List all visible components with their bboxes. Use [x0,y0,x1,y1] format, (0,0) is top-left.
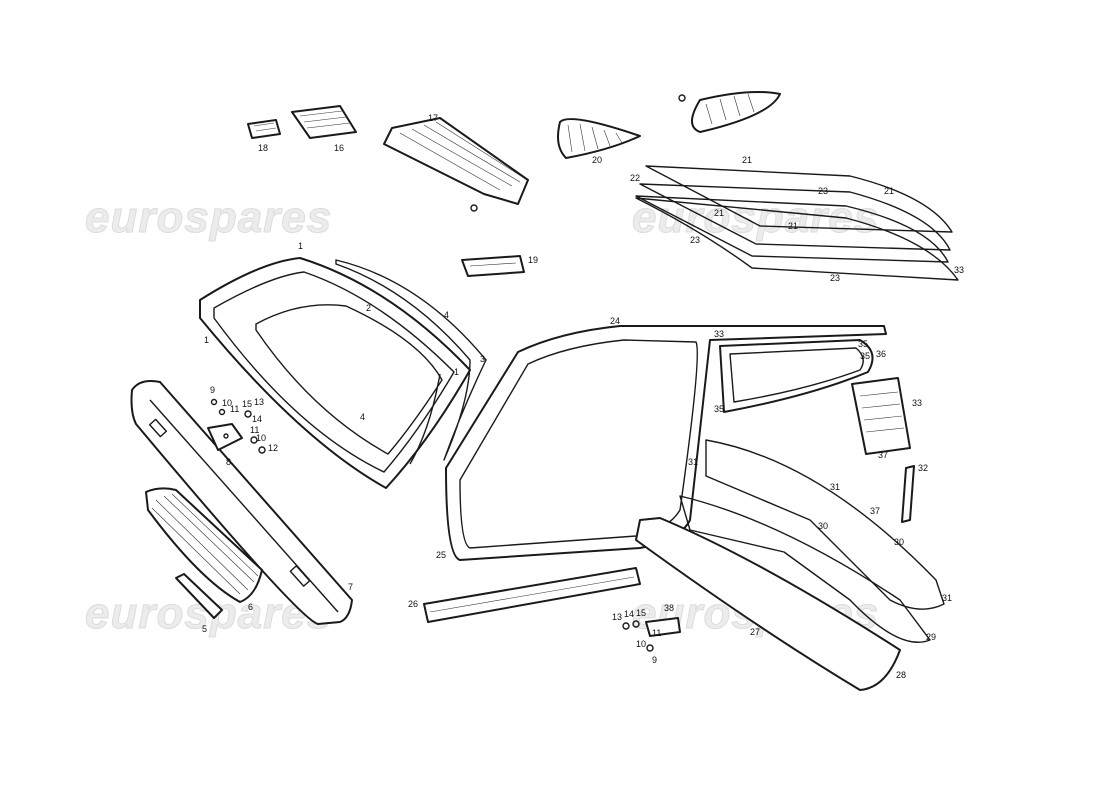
callout-27: 27 [750,627,760,637]
rear-window-frames [635,165,959,281]
part-18-plate [247,119,281,139]
part-8-bracket [207,423,243,451]
callout-37: 37 [878,450,888,460]
callout-30: 30 [818,521,828,531]
callout-7: 7 [348,582,353,592]
hardware-cluster-bottom [622,617,681,652]
callout-35: 35 [714,404,724,414]
callout-17: 17 [428,113,438,123]
callout-16: 16 [334,143,344,153]
part-5-plate [175,573,223,619]
callout-18: 18 [258,143,268,153]
callout-3: 3 [480,354,485,364]
callout-4: 4 [444,310,449,320]
callout-21: 21 [788,221,798,231]
callout-25: 25 [436,550,446,560]
callout-23: 23 [830,273,840,283]
callout-6: 6 [248,602,253,612]
callout-29: 29 [926,632,936,642]
callout-23: 23 [818,186,828,196]
callout-14: 14 [252,414,262,424]
part-20-vent [557,118,641,159]
part-19-panel [461,255,525,277]
callout-31: 31 [830,482,840,492]
rear-bumper-assembly [635,439,945,691]
callout-1: 1 [454,367,459,377]
callout-33: 33 [954,265,964,275]
callout-9: 9 [652,655,657,665]
callout-20: 20 [592,155,602,165]
callout-11: 11 [250,425,259,435]
callout-30: 30 [894,537,904,547]
callout-1: 1 [204,335,209,345]
callout-31: 31 [688,457,698,467]
quarter-window [719,339,874,413]
callout-11: 11 [230,404,239,414]
callout-22: 22 [630,173,640,183]
callout-26: 26 [408,599,418,609]
part-17-panel [383,117,529,212]
callout-28: 28 [896,670,906,680]
part-33-vent-plate [851,377,911,455]
callout-9: 9 [210,385,215,395]
hardware-cluster-left [210,398,266,454]
part-16-plate [291,105,357,139]
callout-31: 31 [942,593,952,603]
part-7-bumper [130,380,353,625]
callout-21: 21 [714,208,724,218]
callout-13: 13 [254,397,264,407]
part-6-grille [145,487,263,603]
windscreen-assembly [199,257,487,489]
callout-10: 10 [256,433,266,443]
callout-21: 21 [742,155,752,165]
callout-13: 13 [612,612,622,622]
callout-15: 15 [636,608,646,618]
callout-33: 33 [912,398,922,408]
callout-35: 35 [858,339,868,349]
callout-19: 19 [528,255,538,265]
callout-12: 12 [268,443,278,453]
callout-38: 38 [664,603,674,613]
callout-15: 15 [242,399,252,409]
door-frame-seal [445,325,887,561]
callout-4: 4 [360,412,365,422]
callout-36: 36 [876,349,886,359]
callout-10: 10 [636,639,646,649]
callout-2: 2 [366,303,371,313]
part-26-sill [423,567,641,623]
callout-21: 21 [884,186,894,196]
callout-labels: 1 1 1 2 3 4 4 5 6 7 8 9 9 10 10 10 11 11… [202,113,964,680]
callout-14: 14 [624,609,634,619]
part-grille-top-right [678,91,781,133]
callout-37: 37 [870,506,880,516]
watermark-top-left: eurospares [85,193,332,242]
callout-11: 11 [652,628,661,638]
callout-23: 23 [690,235,700,245]
callout-5: 5 [202,624,207,634]
callout-10: 10 [222,398,232,408]
callout-8: 8 [226,457,231,467]
callout-1: 1 [298,241,303,251]
part-32-bar [901,465,915,523]
callout-24: 24 [610,316,620,326]
callout-33: 33 [714,329,724,339]
callout-32: 32 [918,463,928,473]
callout-35: 35 [860,351,870,361]
